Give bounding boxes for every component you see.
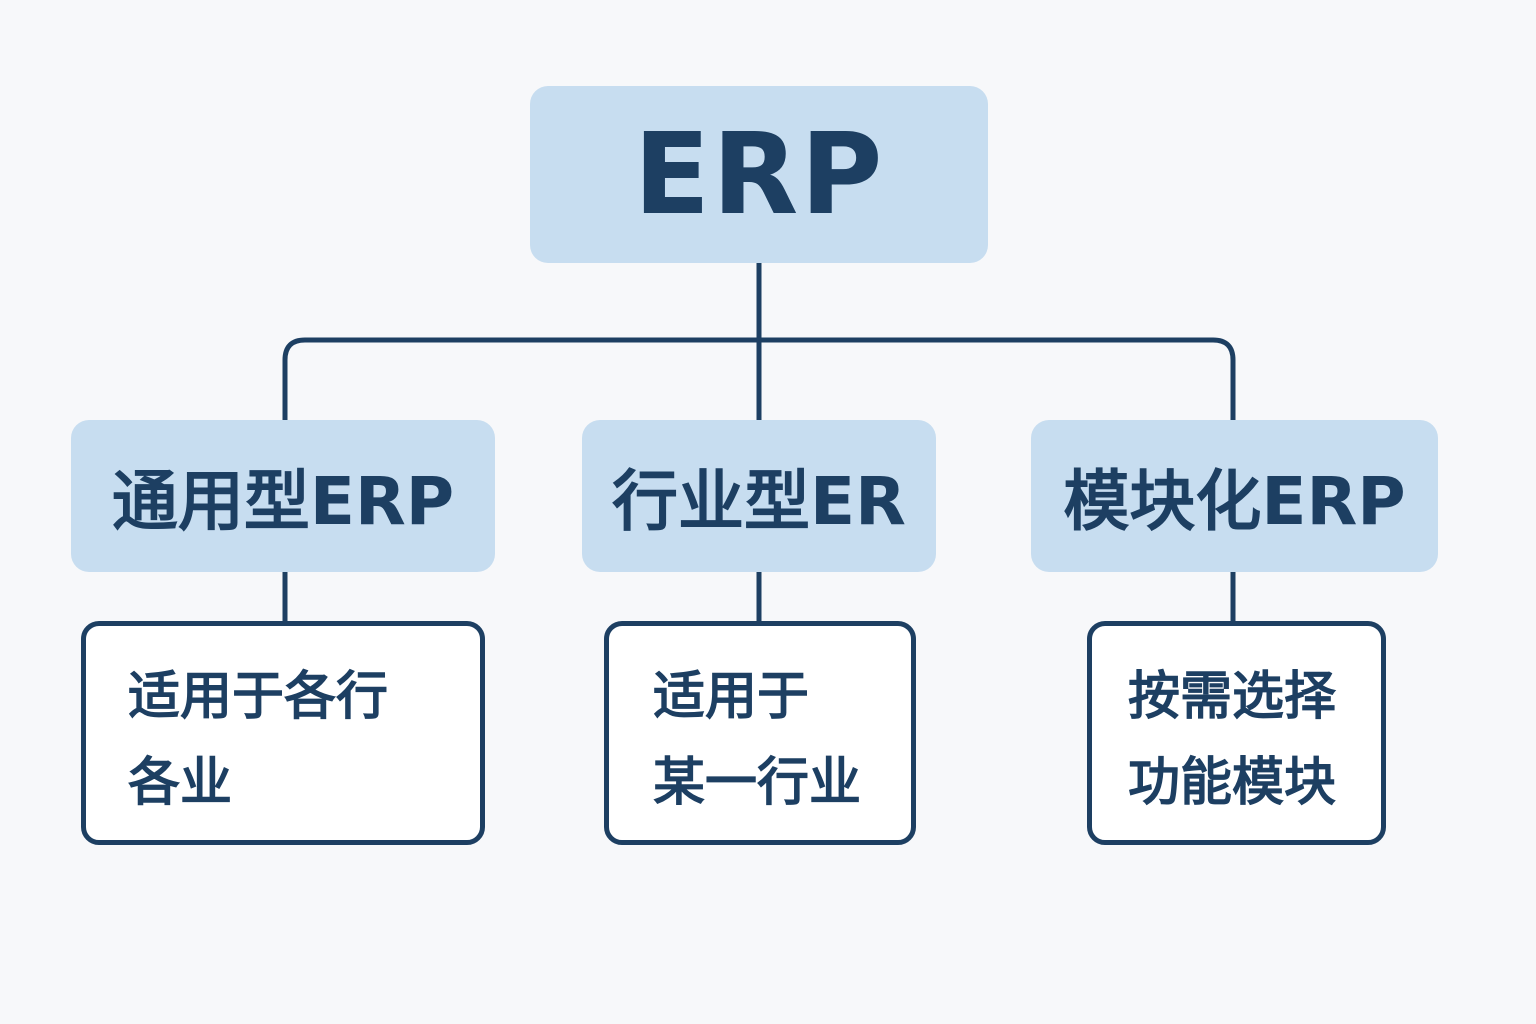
description-line-industry-2: 某一行业 [653, 753, 862, 813]
description-line-industry-1: 适用于 [653, 667, 810, 727]
category-node-modular-erp: 模块化ERP [1031, 420, 1438, 572]
description-box-modular: 按需选择 功能模块 [1087, 621, 1386, 845]
description-box-general: 适用于各行 各业 [81, 621, 485, 845]
root-node-label: ERP [633, 109, 885, 240]
category-label-industry: 行业型ER [612, 463, 906, 540]
description-line-modular-1: 按需选择 [1128, 667, 1337, 727]
description-line-general-1: 适用于各行 [128, 667, 389, 727]
category-label-modular: 模块化ERP [1063, 463, 1406, 540]
connector-branch-bar [282, 337, 1236, 423]
category-label-general: 通用型ERP [111, 463, 455, 540]
description-line-modular-2: 功能模块 [1128, 753, 1337, 813]
root-node-erp: ERP [530, 86, 988, 263]
description-box-industry: 适用于 某一行业 [604, 621, 916, 845]
category-node-industry-erp: 行业型ER [582, 420, 936, 572]
category-node-general-erp: 通用型ERP [71, 420, 495, 572]
description-line-general-2: 各业 [128, 753, 233, 813]
